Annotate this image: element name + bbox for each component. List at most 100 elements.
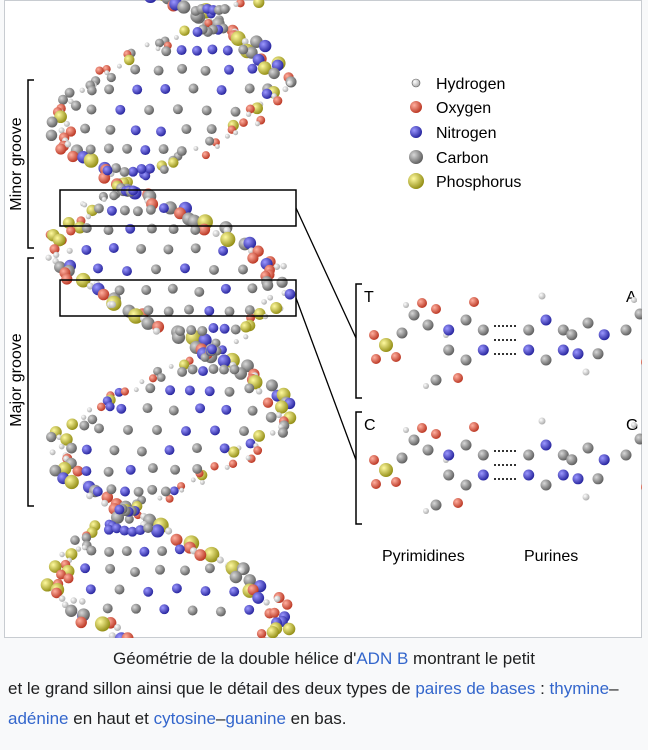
atom	[379, 463, 393, 477]
atom	[51, 587, 62, 599]
legend-carbon: Carbon	[436, 150, 488, 167]
atom	[60, 433, 73, 446]
atom	[592, 473, 604, 485]
atom	[566, 329, 578, 341]
atom	[245, 438, 256, 449]
atom	[139, 379, 145, 385]
atom	[104, 70, 110, 76]
atom	[422, 319, 434, 331]
atom	[469, 297, 479, 307]
atom	[284, 288, 296, 300]
link-adn-b[interactable]: ADN B	[356, 649, 409, 668]
atom	[141, 285, 152, 295]
atom	[557, 324, 569, 336]
atom	[105, 563, 116, 574]
atom	[369, 455, 379, 465]
atom	[101, 196, 107, 202]
atom	[228, 459, 238, 468]
atom	[477, 344, 489, 356]
carbon-swatch	[409, 150, 423, 164]
atom	[106, 205, 117, 216]
atom	[259, 39, 272, 53]
atom	[540, 439, 552, 451]
atom	[165, 494, 174, 503]
atom	[219, 443, 230, 454]
atom	[163, 306, 174, 317]
atom	[85, 213, 92, 220]
atom	[79, 598, 86, 605]
atom	[123, 424, 133, 435]
atom	[224, 464, 230, 470]
atom	[114, 504, 125, 515]
atom	[192, 443, 202, 454]
atom	[229, 570, 243, 584]
atom	[396, 452, 408, 464]
atom	[130, 567, 140, 577]
atom	[168, 157, 179, 168]
atom	[201, 105, 212, 116]
atom	[523, 324, 535, 336]
atom	[65, 548, 78, 561]
atom	[230, 106, 241, 117]
atom	[557, 469, 569, 481]
link-thymine[interactable]: thymine	[549, 679, 610, 698]
atom	[423, 508, 429, 514]
atom	[228, 446, 240, 458]
atom	[152, 327, 161, 335]
atom	[174, 544, 185, 555]
label-C: C	[364, 417, 376, 434]
dna-double-helix	[40, 0, 297, 638]
atom	[45, 254, 52, 261]
atom	[144, 0, 157, 3]
atom	[408, 434, 420, 446]
major-groove-label: Major groove	[8, 333, 25, 426]
atom	[151, 264, 161, 275]
label-T: T	[364, 289, 374, 306]
atom	[66, 247, 73, 254]
atom	[101, 499, 109, 507]
atom	[267, 294, 274, 301]
atom	[222, 45, 233, 56]
atom	[151, 524, 165, 538]
atom	[270, 302, 283, 314]
atom	[230, 324, 241, 335]
link-adenine[interactable]: adénine	[8, 709, 69, 728]
atom	[85, 584, 96, 595]
atom	[80, 563, 91, 574]
atom	[282, 622, 296, 636]
atom	[192, 27, 203, 37]
atom	[243, 334, 249, 340]
atom	[116, 63, 122, 69]
atom	[103, 225, 114, 236]
atom	[103, 524, 114, 535]
caption-line-1: Géométrie de la double hélice d'ADN B mo…	[113, 649, 535, 668]
atom	[135, 525, 146, 536]
atom	[244, 604, 255, 615]
atom	[105, 401, 115, 412]
link-guanine[interactable]: guanine	[225, 709, 286, 728]
atom	[245, 455, 251, 461]
atom	[391, 352, 401, 362]
atom	[236, 0, 245, 8]
atom	[124, 514, 134, 524]
atom	[70, 535, 80, 545]
atom	[128, 166, 138, 177]
nitrogen-swatch	[410, 126, 422, 138]
atom	[123, 54, 135, 66]
atom	[273, 263, 281, 270]
atom	[572, 348, 584, 360]
atom	[253, 430, 265, 442]
atom	[136, 243, 147, 254]
atom	[161, 46, 172, 57]
atom	[87, 414, 98, 425]
atom	[379, 338, 393, 352]
atom	[119, 525, 130, 536]
atom	[198, 366, 208, 377]
link-cytosine[interactable]: cytosine	[153, 709, 216, 728]
atom	[430, 499, 442, 511]
link-paires-de-bases[interactable]: paires de bases	[415, 679, 536, 698]
atom	[190, 477, 196, 483]
atom	[403, 427, 409, 433]
atom	[121, 632, 134, 638]
atom	[417, 298, 427, 308]
